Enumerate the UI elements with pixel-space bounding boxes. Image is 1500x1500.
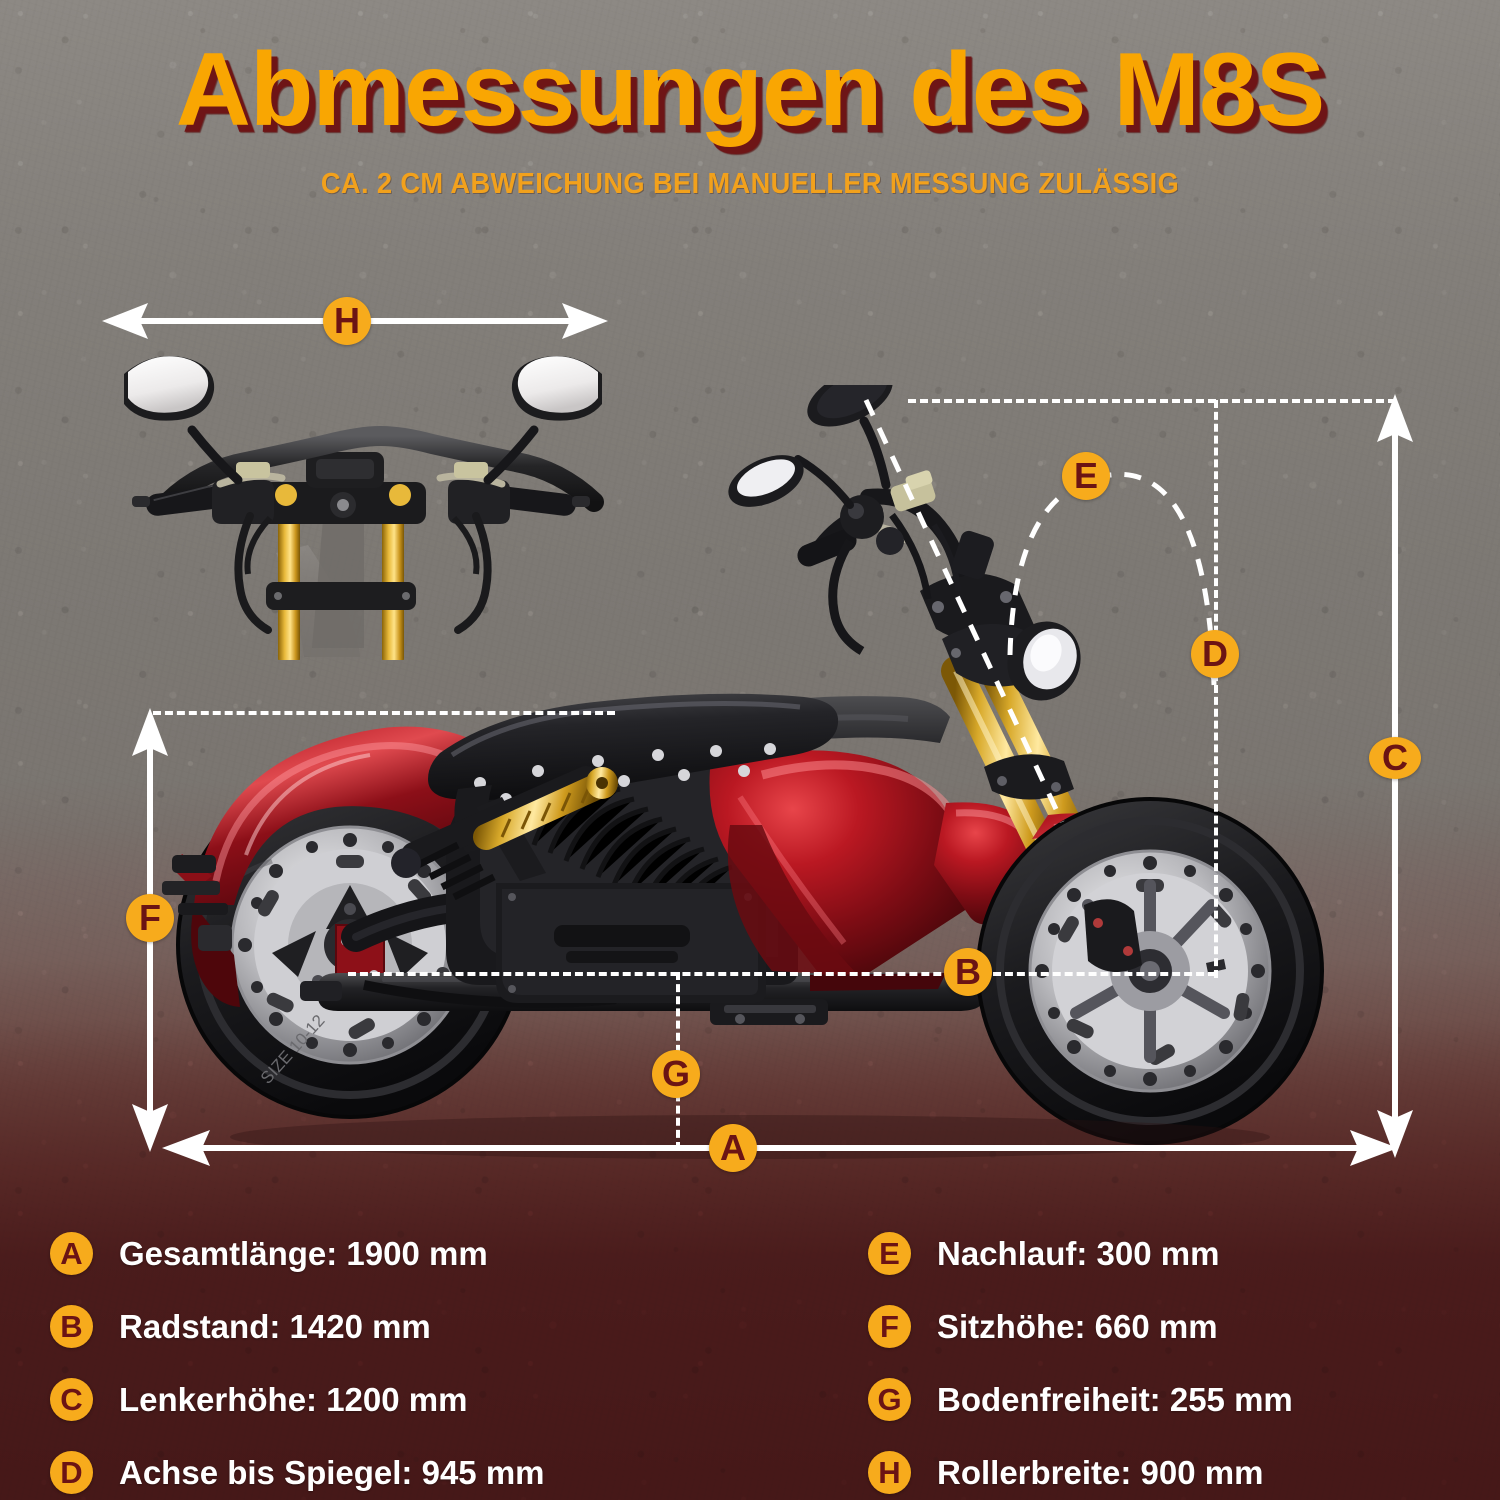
rear-shock [391, 766, 618, 901]
legend-badge-c: C [50, 1378, 93, 1421]
rear-lamp [162, 855, 232, 951]
legend-item-f: F Sitzhöhe: 660 mm [868, 1305, 1218, 1348]
legend-item-h: H Rollerbreite: 900 mm [868, 1451, 1263, 1494]
legend-item-g: G Bodenfreiheit: 255 mm [868, 1378, 1293, 1421]
page-title: Abmessungen des M8S [175, 32, 1325, 148]
dashed-line-seat-top [153, 711, 615, 715]
badge-h: H [323, 297, 371, 345]
legend-label-e: Nachlauf: 300 mm [937, 1234, 1220, 1272]
legend-badge-b: B [50, 1305, 93, 1348]
footrest [710, 999, 828, 1025]
mirror-right [511, 356, 602, 421]
dashed-line-mirror-top [908, 399, 1396, 403]
legend-label-h: Rollerbreite: 900 mm [937, 1453, 1264, 1491]
dashed-steering-axis [863, 398, 1065, 824]
badge-c: C [1369, 737, 1421, 779]
legend-item-a: A Gesamtlänge: 1900 mm [50, 1232, 488, 1275]
scooter-handlebar-front-view [124, 356, 604, 660]
dashed-line-wheelbase [348, 972, 1216, 976]
legend-badge-d: D [50, 1451, 93, 1494]
legend: A Gesamtlänge: 1900 mm B Radstand: 1420 … [0, 1228, 1500, 1500]
legend-item-c: C Lenkerhöhe: 1200 mm [50, 1378, 467, 1421]
red-tank [709, 750, 988, 986]
badge-e: E [1062, 452, 1110, 500]
badge-f: F [126, 894, 174, 942]
legend-label-a: Gesamtlänge: 1900 mm [119, 1234, 488, 1272]
badge-g: G [652, 1050, 700, 1098]
badge-b: B [944, 948, 992, 996]
legend-item-b: B Radstand: 1420 mm [50, 1305, 431, 1348]
legend-item-e: E Nachlauf: 300 mm [868, 1232, 1219, 1275]
legend-label-c: Lenkerhöhe: 1200 mm [119, 1380, 468, 1418]
legend-badge-a: A [50, 1232, 93, 1275]
legend-label-d: Achse bis Spiegel: 945 mm [119, 1453, 545, 1491]
badge-d: D [1191, 630, 1239, 678]
dimension-line-a [162, 1130, 1398, 1166]
legend-label-f: Sitzhöhe: 660 mm [937, 1307, 1218, 1345]
badge-a: A [709, 1124, 757, 1172]
front-wheel [976, 797, 1324, 1145]
legend-badge-e: E [868, 1232, 911, 1275]
legend-item-d: D Achse bis Spiegel: 945 mm [50, 1451, 545, 1494]
legend-badge-f: F [868, 1305, 911, 1348]
page-subtitle: CA. 2 CM ABWEICHUNG BEI MANUELLER MESSUN… [320, 168, 1180, 200]
legend-badge-g: G [868, 1378, 911, 1421]
headlight [1007, 621, 1081, 701]
legend-label-g: Bodenfreiheit: 255 mm [937, 1380, 1293, 1418]
legend-badge-h: H [868, 1451, 911, 1494]
mirror-left [124, 356, 215, 421]
legend-label-b: Radstand: 1420 mm [119, 1307, 431, 1345]
dashed-line-front-axle [1214, 400, 1218, 978]
scooter-side-view: SIZE 10-12 [162, 385, 1324, 1159]
